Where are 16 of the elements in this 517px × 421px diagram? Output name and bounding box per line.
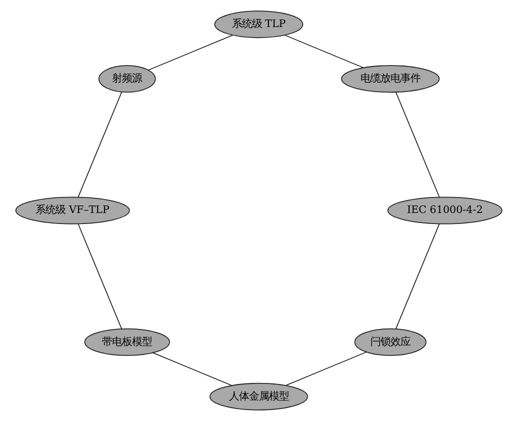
node-ellipse: 系统级 TLP (214, 10, 303, 38)
connector (284, 352, 366, 386)
node-ellipse: 闩锁效应 (354, 328, 426, 356)
connector (394, 223, 440, 330)
node-ellipse: IEC 61000-4-2 (386, 196, 502, 224)
connector (77, 223, 122, 330)
node-ellipse: 系统级 VF–TLP (14, 196, 130, 224)
node-ellipse: 人体金属模型 (209, 382, 308, 410)
connector (148, 34, 233, 70)
node-ellipse: 电缆放电事件 (340, 65, 440, 93)
connector (152, 352, 232, 386)
connector (77, 92, 122, 198)
connector (394, 92, 440, 198)
node-ellipse: 射频源 (98, 65, 156, 93)
node-ellipse: 带电板模型 (84, 328, 170, 356)
connector (284, 34, 364, 68)
